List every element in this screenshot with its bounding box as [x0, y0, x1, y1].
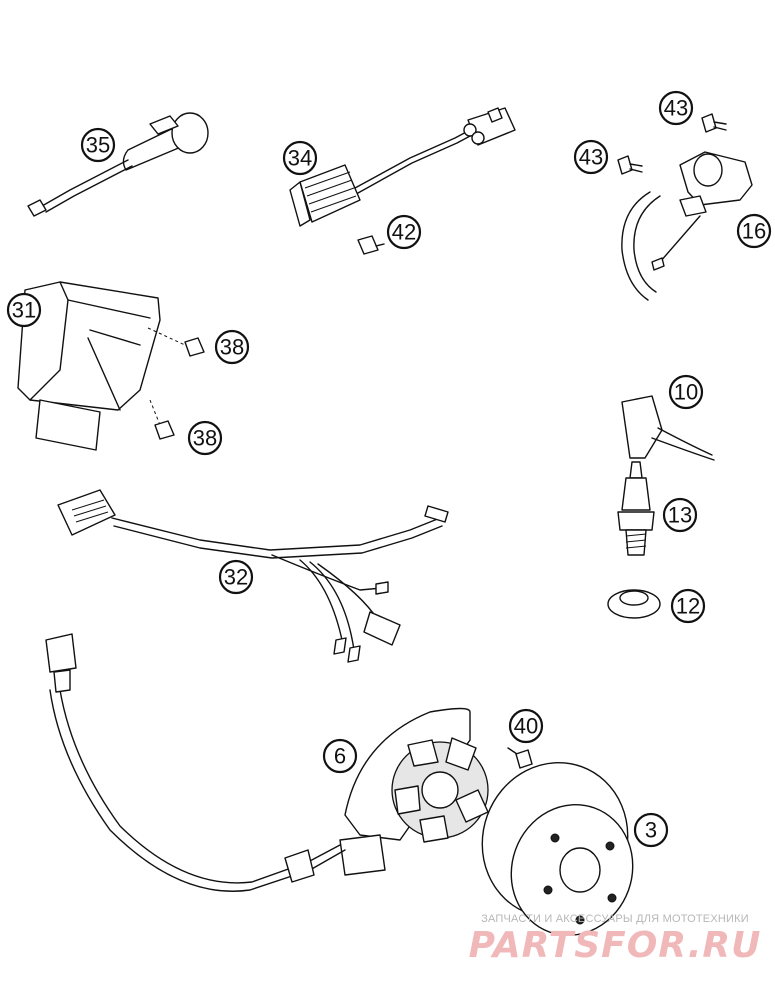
- watermark-logo: PARTSFOR.RU: [468, 925, 762, 966]
- svg-text:38: 38: [193, 426, 217, 451]
- part-16-ignition-coil: [621, 151, 753, 301]
- part-35-connector: [27, 112, 209, 217]
- svg-text:34: 34: [288, 146, 312, 171]
- svg-text:12: 12: [676, 594, 700, 619]
- callout-34: 34: [282, 140, 318, 176]
- part-32-harness: [57, 489, 449, 663]
- callout-10: 10: [668, 374, 704, 410]
- part-12-washer: [607, 589, 661, 619]
- callout-31: 31: [6, 292, 42, 328]
- svg-text:3: 3: [645, 818, 657, 843]
- svg-text:6: 6: [334, 744, 346, 769]
- callout-6: 6: [322, 738, 358, 774]
- part-6-stator: [45, 633, 489, 892]
- svg-text:35: 35: [86, 133, 110, 158]
- svg-text:43: 43: [664, 96, 688, 121]
- callout-16: 16: [736, 213, 772, 249]
- svg-text:16: 16: [742, 219, 766, 244]
- svg-text:43: 43: [579, 145, 603, 170]
- part-43-screws: [617, 113, 727, 175]
- watermark-tagline: ЗАПЧАСТИ И АКСЕССУАРЫ ДЛЯ МОТОТЕХНИКИ: [481, 913, 749, 925]
- callout-42: 42: [386, 214, 422, 250]
- part-3-flywheel: [481, 761, 634, 937]
- svg-text:13: 13: [668, 503, 692, 528]
- callout-38-bottom: 38: [187, 420, 223, 456]
- callout-12: 12: [670, 588, 706, 624]
- svg-text:32: 32: [224, 565, 248, 590]
- part-42-screw: [357, 235, 385, 255]
- part-38-screws: [154, 337, 205, 440]
- svg-text:31: 31: [12, 298, 36, 323]
- svg-text:10: 10: [674, 380, 698, 405]
- part-10-plug-cap: [621, 395, 715, 461]
- callout-43-left: 43: [573, 139, 609, 175]
- svg-text:40: 40: [514, 714, 538, 739]
- svg-text:42: 42: [392, 220, 416, 245]
- callout-32: 32: [218, 559, 254, 595]
- part-34-regulator: [289, 107, 516, 227]
- callout-38-top: 38: [214, 329, 250, 365]
- part-13-spark-plug: [617, 461, 655, 556]
- svg-text:38: 38: [220, 335, 244, 360]
- callout-13: 13: [662, 497, 698, 533]
- callout-3: 3: [633, 812, 669, 848]
- callout-43-top: 43: [658, 90, 694, 126]
- part-31-cdi: [17, 281, 186, 451]
- callout-40: 40: [508, 708, 544, 744]
- part-40-screw: [507, 747, 533, 769]
- callout-35: 35: [80, 127, 116, 163]
